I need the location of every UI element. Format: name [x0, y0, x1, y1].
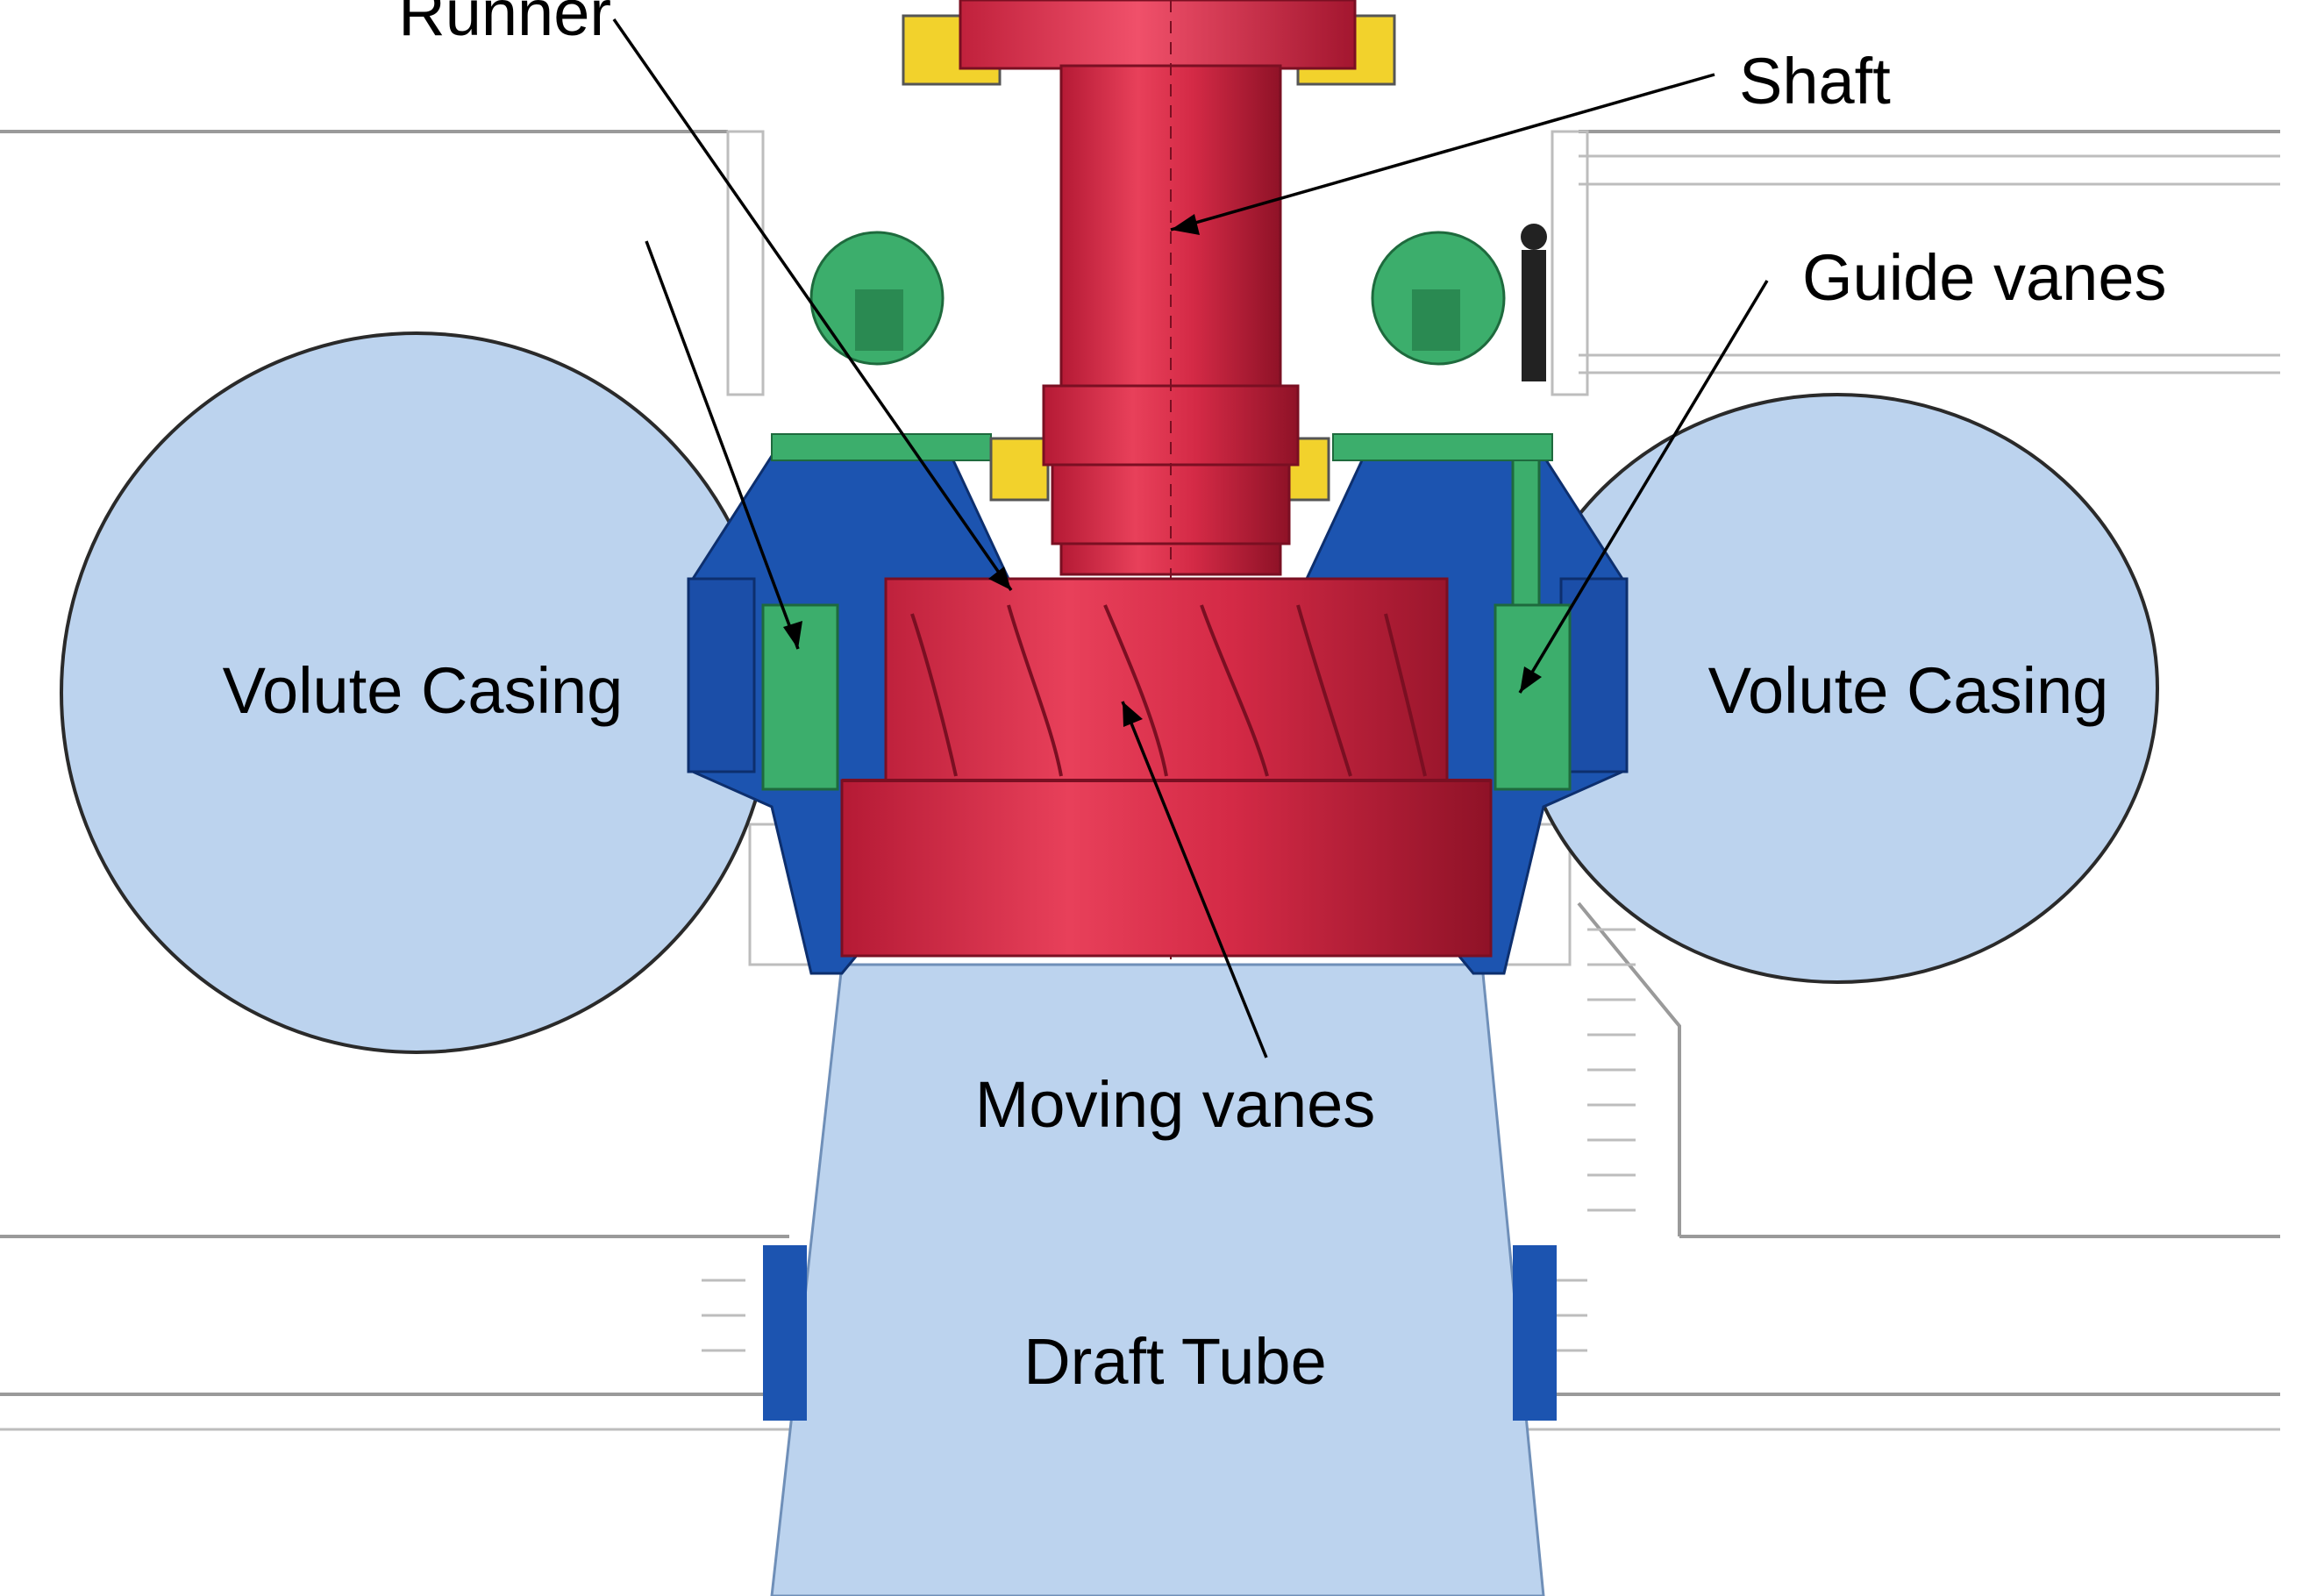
labels: Runner Shaft Guide vanes Volute Casing V…	[223, 0, 2167, 1398]
label-shaft: Shaft	[1739, 45, 1891, 118]
leader-lines	[612, 18, 1769, 1058]
draft-tube	[763, 963, 1557, 1596]
label-runner: Runner	[398, 0, 611, 49]
label-guide-vanes: Guide vanes	[1802, 241, 2167, 314]
runner	[840, 577, 1493, 958]
shaft	[959, 0, 1357, 965]
label-volute-casing-right: Volute Casing	[1708, 654, 2109, 727]
guide-vanes	[761, 224, 1572, 791]
moving-vane-blades	[910, 604, 1427, 777]
label-volute-casing-left: Volute Casing	[223, 654, 624, 727]
label-draft-tube: Draft Tube	[1023, 1325, 1327, 1398]
building-structure	[0, 130, 2280, 1431]
label-moving-vanes: Moving vanes	[975, 1068, 1376, 1141]
